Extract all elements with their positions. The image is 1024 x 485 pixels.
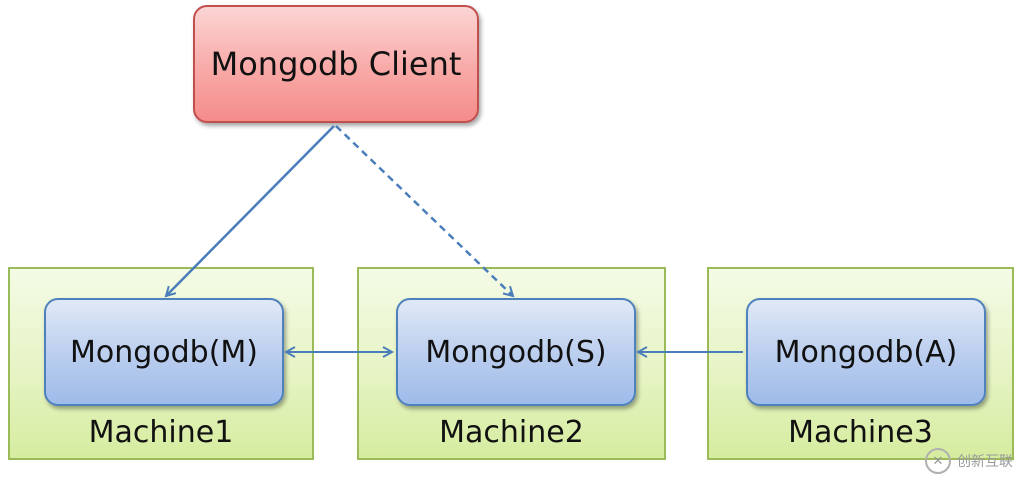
node-label-master: Mongodb(M) [69, 334, 259, 370]
mongodb-client-node: Mongodb Client [193, 5, 479, 123]
mongodb-arbiter-node: Mongodb(A) [746, 298, 986, 406]
machine1-box: Mongodb(M) Machine1 [8, 267, 314, 460]
mongodb-master-node: Mongodb(M) [44, 298, 284, 406]
node-label-slave: Mongodb(S) [425, 334, 607, 370]
watermark-text: 创新互联 [957, 454, 1013, 470]
machine1-label: Machine1 [88, 415, 234, 450]
watermark: ✕ 创新互联 [925, 448, 1013, 474]
machine2-label: Machine2 [439, 415, 584, 450]
node-label-arbiter: Mongodb(A) [774, 334, 958, 370]
machine2-box: Mongodb(S) Machine2 [357, 267, 666, 460]
mongodb-slave-node: Mongodb(S) [396, 298, 636, 406]
client-label: Mongodb Client [210, 45, 462, 83]
machine3-box: Mongodb(A) Machine3 [707, 267, 1014, 460]
watermark-logo-icon: ✕ [925, 448, 951, 474]
machine3-label: Machine3 [788, 415, 933, 450]
